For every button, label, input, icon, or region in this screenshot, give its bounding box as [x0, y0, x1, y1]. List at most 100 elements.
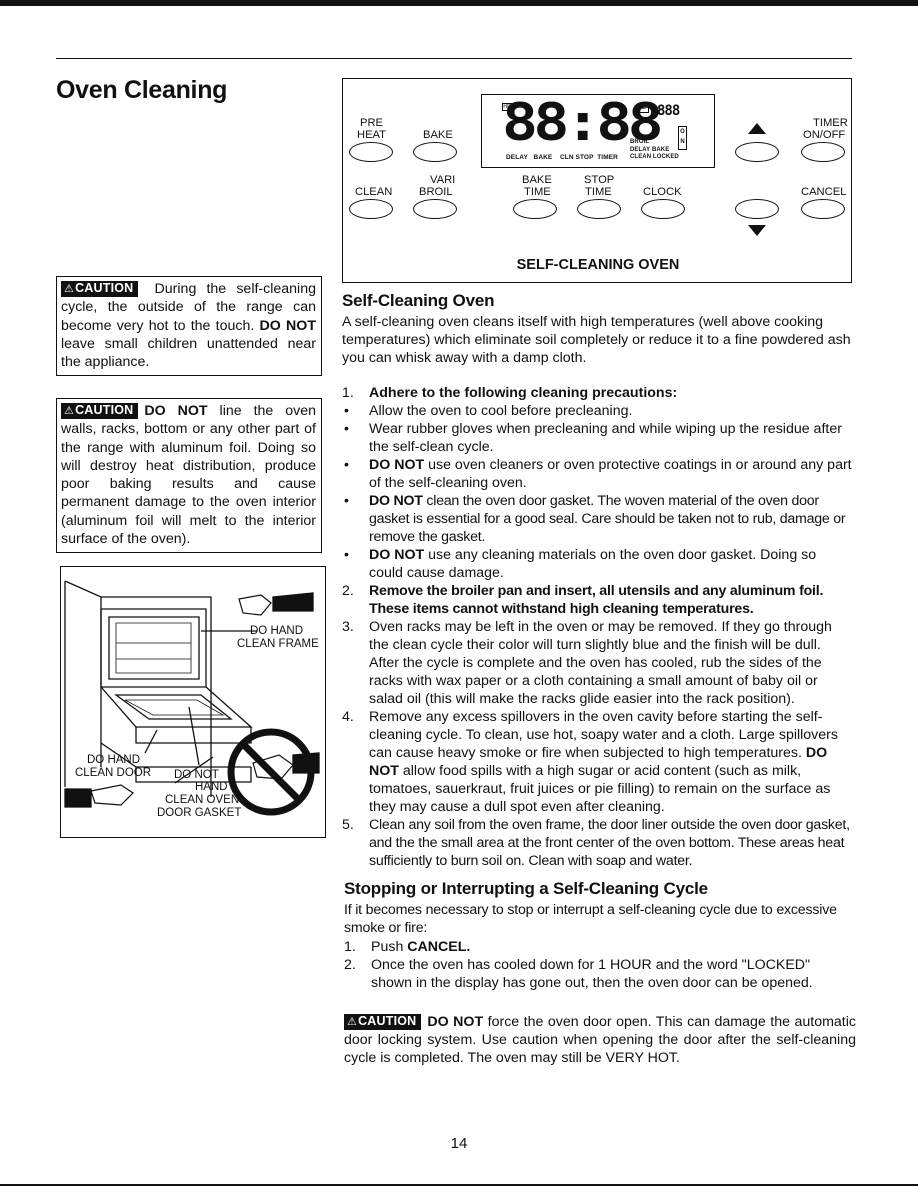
step-number: 4.: [342, 709, 354, 725]
panel-caption: SELF-CLEANING OVEN: [516, 257, 680, 273]
arrow-down-icon: [748, 225, 766, 236]
step-emphasis: DO NOT: [369, 745, 828, 779]
caution-emphasis: DO NOT: [144, 403, 208, 419]
bullet: •: [344, 547, 349, 563]
self-cleaning-intro: A self-cleaning oven cleans itself with …: [342, 314, 851, 366]
caution-badge: ⚠CAUTION: [61, 403, 139, 419]
caution-badge: ⚠CAUTION: [61, 281, 139, 297]
caution-text: force the oven door open. This can damag…: [344, 1014, 856, 1066]
preheat-button[interactable]: [349, 142, 393, 162]
down-arrow-button[interactable]: [735, 199, 779, 219]
step-number: 1.: [342, 385, 354, 401]
step-text: Push: [371, 939, 408, 955]
timer-label: TIMER: [813, 117, 848, 129]
stop-time-button[interactable]: [577, 199, 621, 219]
caution-emphasis: DO NOT: [427, 1014, 484, 1030]
label-do-not: DO NOT: [174, 769, 219, 781]
up-arrow-button[interactable]: [735, 142, 779, 162]
clean-locked-indicator: CLEAN LOCKED: [630, 154, 679, 160]
clock-label: CLOCK: [643, 186, 682, 198]
on-off-label: ON/OFF: [803, 129, 846, 141]
bullet: •: [344, 457, 349, 473]
step-text: Remove any excess spillovers in the oven…: [369, 709, 838, 761]
step-number: 2.: [342, 583, 354, 599]
step-emphasis: CANCEL.: [407, 939, 471, 955]
hr-indicator: HR: [502, 103, 512, 111]
step-text: allow food spills with a high sugar or a…: [369, 763, 831, 815]
cancel-button[interactable]: [801, 199, 845, 219]
step-text: Clean any soil from the oven frame, the …: [369, 817, 850, 869]
label-door-gasket: DOOR GASKET: [157, 807, 242, 819]
o-indicator: O: [639, 103, 649, 113]
section-rule: [56, 58, 852, 59]
top-rule: [0, 0, 918, 6]
vari-label: VARI: [430, 174, 456, 186]
step-text: Once the oven has cooled down for 1 HOUR…: [371, 957, 813, 991]
oven-illustration: [64, 580, 320, 816]
display-panel: HR 88:88 O 888 BROIL O N DELAY BAKE CLEA…: [481, 94, 715, 168]
bake-label: BAKE: [423, 129, 453, 141]
stopping-intro: If it becomes necessary to stop or inter…: [344, 902, 837, 936]
timer-on-off-button[interactable]: [801, 142, 845, 162]
broil-label: BROIL: [419, 186, 453, 198]
clean-button[interactable]: [349, 199, 393, 219]
bullet: •: [344, 421, 349, 437]
step-number: 1.: [344, 939, 356, 955]
temp-digits: 888: [657, 103, 680, 119]
stopping-heading: Stopping or Interrupting a Self-Cleaning…: [344, 879, 708, 898]
clean-label: CLEAN: [355, 186, 393, 198]
broil-indicator: BROIL: [630, 139, 650, 145]
step-number: 5.: [342, 817, 354, 833]
caution-text: During the self-cleaning cycle, the outs…: [61, 281, 316, 334]
clock-digits: 88:88: [502, 93, 664, 153]
heat-label: HEAT: [357, 129, 387, 141]
warning-icon: ⚠: [347, 1016, 358, 1028]
stop-time-label-bottom: TIME: [585, 186, 612, 198]
oven-cleaning-figure: DO HAND CLEAN FRAME DO HAND CLEAN DOOR D…: [60, 566, 326, 838]
cleaning-steps-list: 1. Adhere to the following cleaning prec…: [342, 384, 854, 869]
step-text: Oven racks may be left in the oven or ma…: [369, 619, 832, 707]
vari-broil-button[interactable]: [413, 199, 457, 219]
bake-time-button[interactable]: [513, 199, 557, 219]
stopping-steps-list: 1. Push CANCEL. 2. Once the oven has coo…: [344, 938, 856, 998]
bake-button[interactable]: [413, 142, 457, 162]
bullet: •: [344, 403, 349, 419]
bullet: •: [344, 493, 349, 509]
step-emphasis: DO NOT: [369, 457, 425, 473]
self-cleaning-heading: Self-Cleaning Oven: [342, 291, 495, 310]
arrow-up-icon: [748, 123, 766, 134]
caution-text: leave small children unattended near the…: [61, 335, 316, 371]
step-text: Allow the oven to cool before precleanin…: [369, 403, 633, 419]
status-indicators: DELAY BAKE CLN STOP TIMER: [506, 154, 618, 161]
stop-time-label-top: STOP: [584, 174, 615, 186]
bake-time-label-bottom: TIME: [524, 186, 551, 198]
label-do-hand-clean-frame: DO HAND: [250, 625, 304, 637]
label-do-hand-clean-door: DO HAND: [87, 754, 141, 766]
cancel-label: CANCEL: [801, 186, 847, 198]
step-emphasis: DO NOT: [369, 547, 425, 563]
caution-text: line the oven walls, racks, bottom or an…: [61, 403, 317, 548]
clock-button[interactable]: [641, 199, 685, 219]
step-text: Wear rubber gloves when precleaning and …: [369, 421, 842, 455]
bake-time-label-top: BAKE: [522, 174, 552, 186]
caution-box-hot-surface: ⚠CAUTION During the self-cleaning cycle,…: [56, 276, 322, 376]
page-number: 14: [450, 1135, 468, 1152]
control-panel-diagram: HR 88:88 O 888 BROIL O N DELAY BAKE CLEA…: [342, 78, 852, 283]
on-indicator: O N: [678, 126, 687, 150]
step-number: 2.: [344, 957, 356, 973]
caution-box-aluminum-foil: ⚠CAUTION DO NOT line the oven walls, rack…: [56, 398, 322, 553]
warning-icon: ⚠: [64, 405, 75, 417]
step-number: 3.: [342, 619, 354, 635]
step-text: Adhere to the following cleaning precaut…: [369, 385, 678, 401]
label-clean-oven: CLEAN OVEN: [165, 794, 240, 806]
warning-icon: ⚠: [64, 283, 75, 295]
delay-bake-indicator: DELAY BAKE: [630, 147, 670, 153]
label-clean-door: CLEAN DOOR: [75, 767, 152, 779]
page-title: Oven Cleaning: [56, 76, 228, 104]
caution-emphasis: DO NOT: [259, 317, 316, 334]
step-emphasis: DO NOT: [369, 493, 423, 509]
step-text: use any cleaning materials on the oven d…: [369, 547, 817, 581]
step-text: clean the oven door gasket. The woven ma…: [369, 493, 846, 545]
pre-label: PRE: [360, 117, 384, 129]
caution-badge: ⚠CAUTION: [344, 1014, 422, 1030]
